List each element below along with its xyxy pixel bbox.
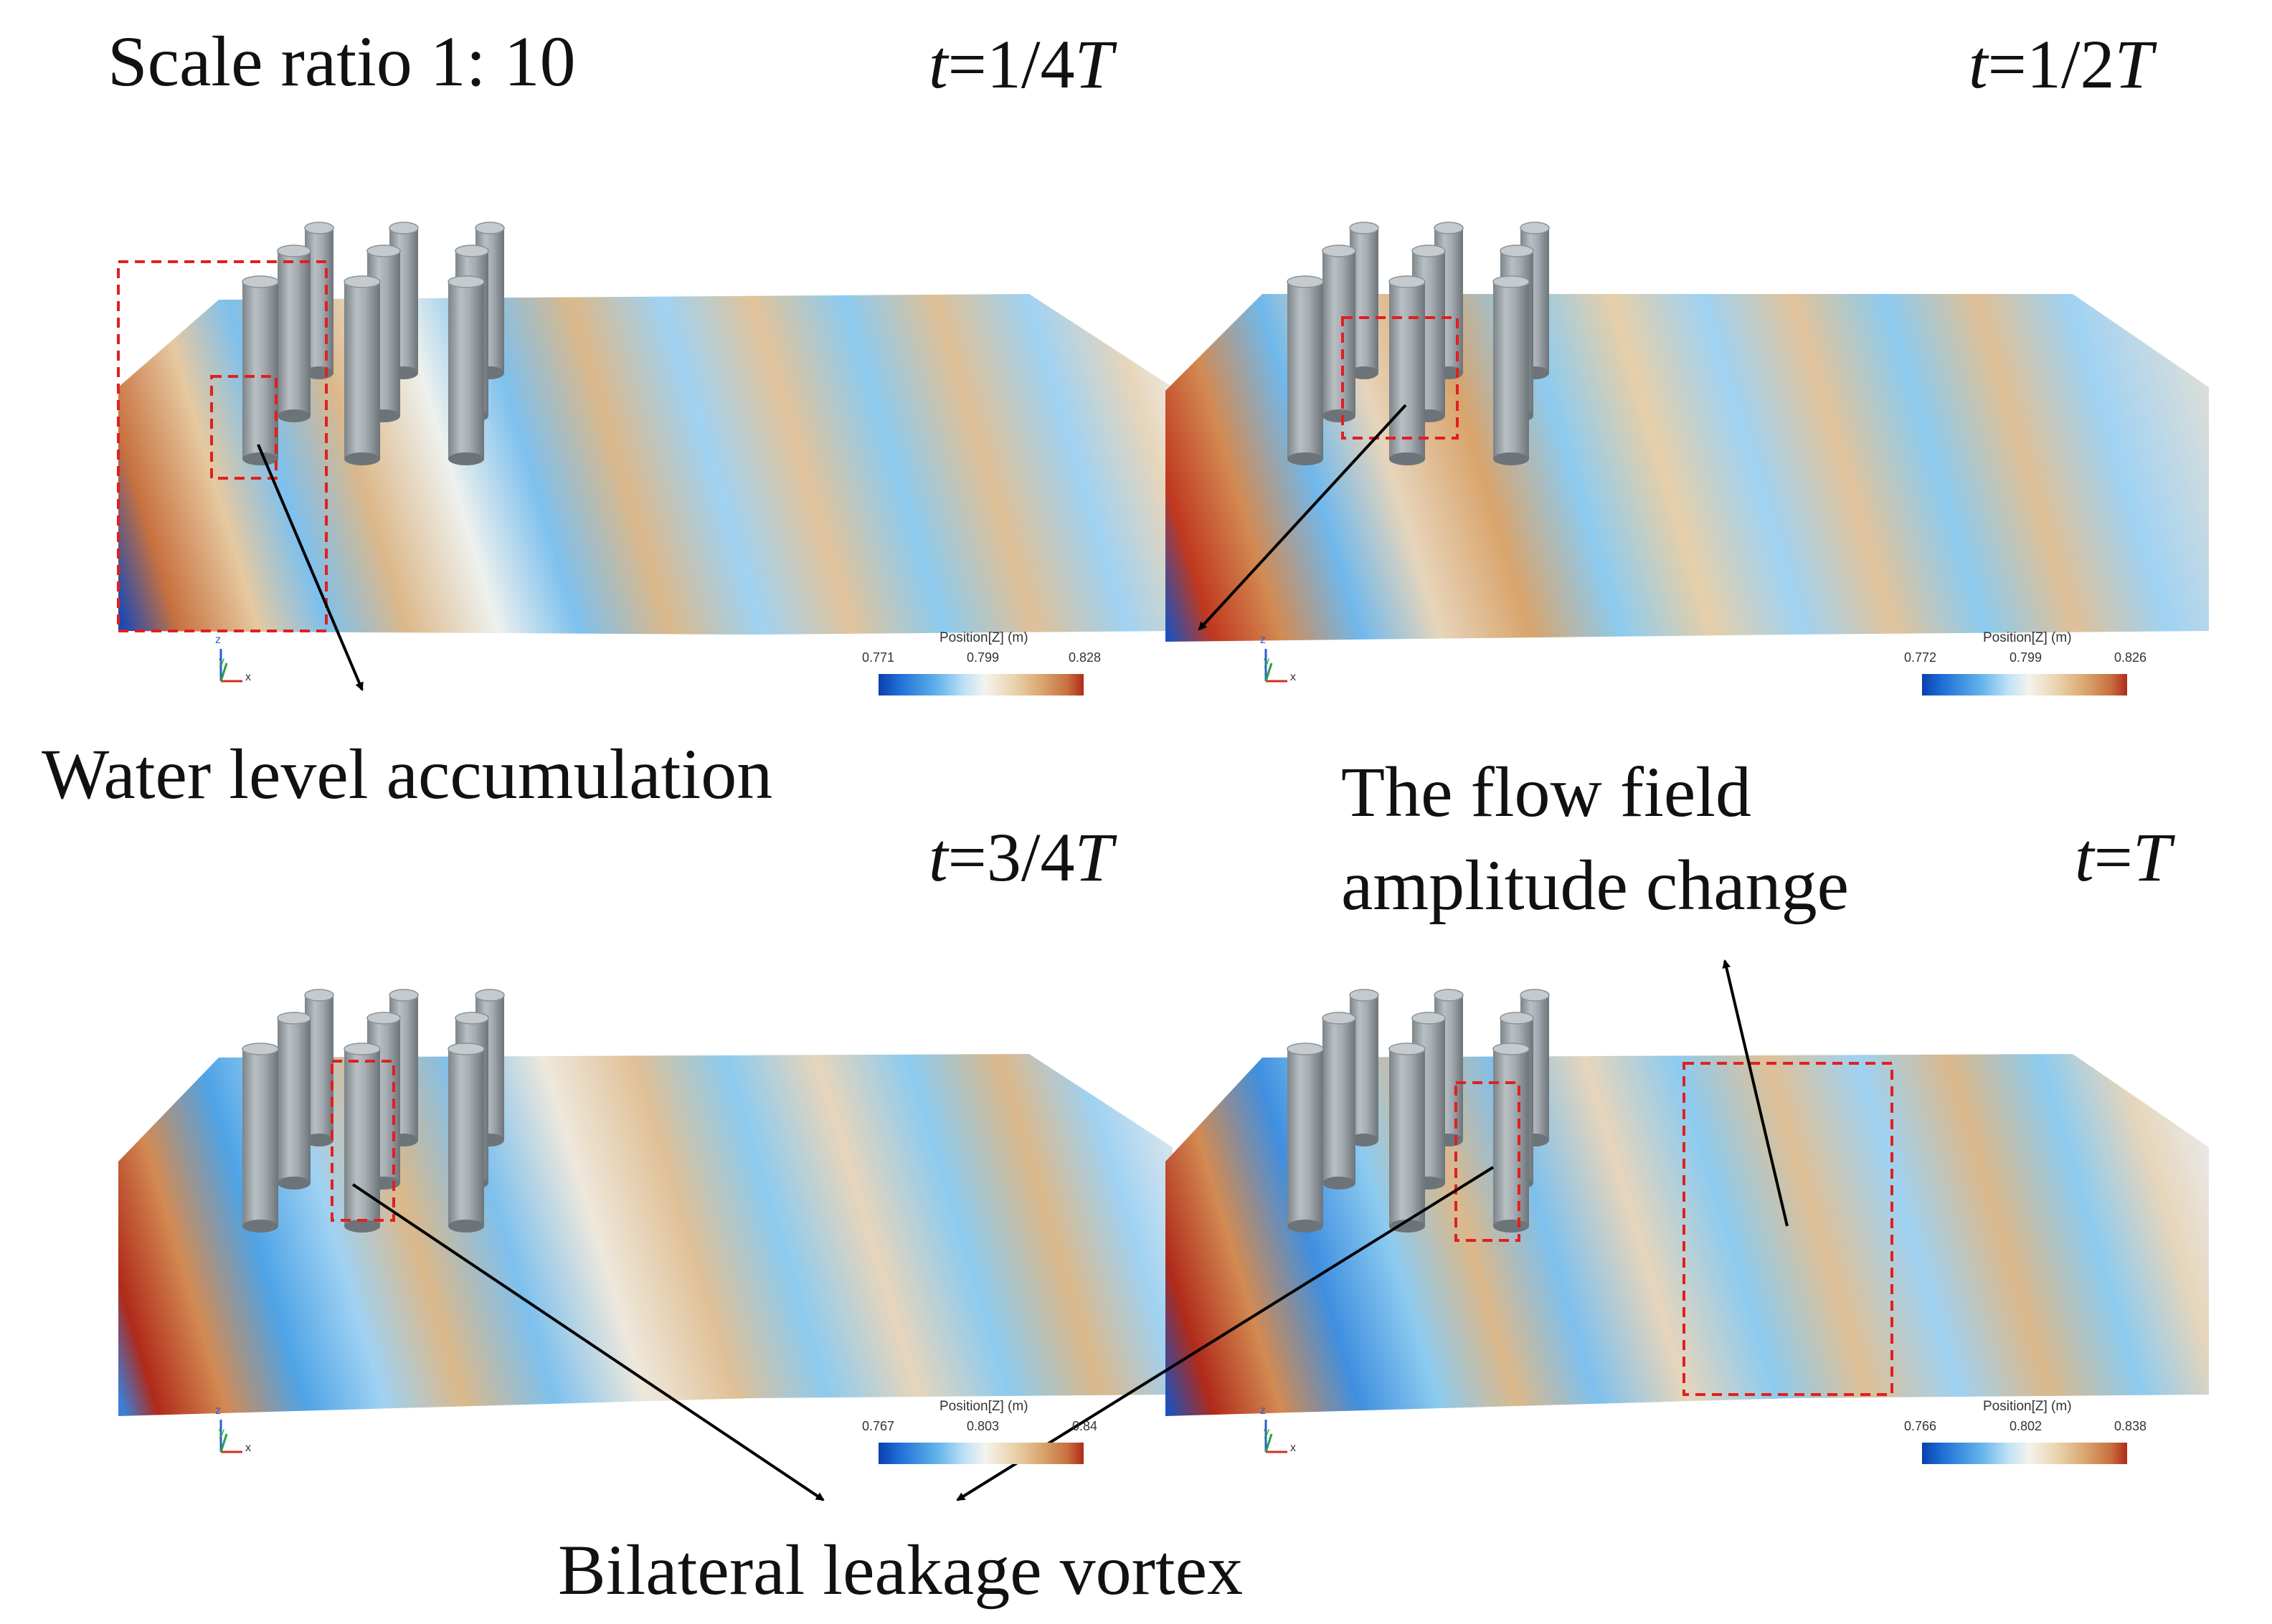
colorbar-title: Position[Z] (m) (1983, 630, 2072, 645)
pile (277, 244, 311, 422)
colorbar-mid: 0.799 (2010, 650, 2043, 665)
colorbar-min: 0.772 (1904, 650, 1937, 665)
highlight-box-half (1341, 316, 1459, 440)
highlight-boxes (117, 260, 1893, 1396)
axis-triad-4 (1264, 1420, 1287, 1453)
colorbar-min: 0.766 (1904, 1419, 1937, 1433)
colorbar-min: 0.767 (862, 1419, 895, 1433)
water-level-accumulation-label: Water level accumulation (42, 734, 773, 814)
time-symbol: t (929, 819, 948, 896)
flow-field-label-line2: amplitude change (1341, 845, 1850, 925)
pile (1388, 1043, 1426, 1233)
pile (1388, 275, 1426, 465)
pile (344, 275, 381, 465)
pile-group (242, 222, 505, 465)
colorbar-mid: 0.803 (967, 1419, 1000, 1433)
colorbar-title: Position[Z] (m) (939, 630, 1028, 645)
colorbar-mid: 0.802 (2010, 1419, 2043, 1433)
colorbar-gradient (879, 674, 1084, 695)
colorbar-min: 0.771 (862, 650, 895, 665)
time-symbol: t (1969, 26, 1988, 103)
time-symbol: t (2075, 819, 2094, 896)
highlight-box-vortex-right (1454, 1081, 1520, 1242)
period-symbol: T (2114, 26, 2153, 103)
colorbar-gradient (1922, 1443, 2127, 1464)
time-fraction: =1/2 (1987, 26, 2115, 103)
colorbar-title: Position[Z] (m) (939, 1399, 1028, 1414)
pile (344, 1043, 381, 1233)
axis-x: x (245, 671, 251, 683)
colorbar-max: 0.828 (1069, 650, 1102, 665)
arrow-amplitude (1722, 959, 1789, 1227)
time-symbol: t (929, 26, 948, 103)
axis-triad-2 (1264, 649, 1287, 683)
axis-triads (219, 649, 1287, 1453)
pile (1322, 244, 1356, 422)
pile (1287, 275, 1324, 465)
period-symbol: T (1074, 26, 1113, 103)
time-fraction: = (2093, 819, 2133, 896)
pile-group (1287, 989, 1550, 1233)
period-symbol: T (2132, 819, 2172, 896)
axis-triad-3 (219, 1420, 242, 1453)
time-label-full: t=T (2075, 823, 2171, 892)
pile (1492, 275, 1530, 465)
flow-field-label-line1: The flow field (1341, 752, 1752, 832)
colorbar-mid: 0.799 (967, 650, 1000, 665)
time-fraction: =3/4 (947, 819, 1075, 896)
time-label-three-quarter: t=3/4T (929, 823, 1113, 892)
arrow-half (1198, 404, 1407, 631)
pile (242, 275, 279, 465)
axis-x: x (1290, 1442, 1296, 1454)
axis-y: y (219, 655, 224, 668)
colorbar-max: 0.838 (2114, 1419, 2147, 1433)
highlight-box-amplitude (1682, 1062, 1893, 1396)
axis-z: z (215, 634, 221, 646)
axis-z: z (215, 1405, 221, 1417)
axis-y: y (219, 1426, 224, 1438)
axis-z: z (1260, 1405, 1266, 1417)
pile (242, 1043, 279, 1233)
pile (277, 1012, 311, 1189)
pile-group (1287, 222, 1550, 465)
arrow-vortex-left (351, 1183, 825, 1501)
pile (1287, 1043, 1324, 1233)
pile (1322, 1012, 1356, 1189)
colorbar-gradient (1922, 674, 2127, 695)
axis-y: y (1264, 1426, 1269, 1438)
time-fraction: =1/4 (947, 26, 1075, 103)
pile (448, 1043, 485, 1233)
colorbar-gradient (879, 1443, 1084, 1464)
axis-y: y (1264, 655, 1269, 668)
bilateral-leakage-vortex-label: Bilateral leakage vortex (558, 1530, 1244, 1610)
time-label-half: t=1/2T (1969, 30, 2153, 99)
arrow-accumulation (257, 444, 364, 691)
scale-ratio-label: Scale ratio 1: 10 (108, 22, 576, 101)
axis-z: z (1260, 634, 1266, 646)
colorbar-max: 0.84 (1072, 1419, 1098, 1433)
axis-x: x (1290, 671, 1296, 683)
axis-x: x (245, 1442, 251, 1454)
highlight-box-accumulation-inner (210, 375, 278, 480)
time-label-quarter: t=1/4T (929, 30, 1113, 99)
colorbar-title: Position[Z] (m) (1983, 1399, 2072, 1414)
pile (448, 275, 485, 465)
colorbar-max: 0.826 (2114, 650, 2147, 665)
axis-triad-1 (219, 649, 242, 683)
pile (1492, 1043, 1530, 1233)
highlight-box-accumulation-outer (117, 260, 328, 632)
highlight-box-vortex-left (331, 1060, 395, 1222)
period-symbol: T (1074, 819, 1113, 896)
